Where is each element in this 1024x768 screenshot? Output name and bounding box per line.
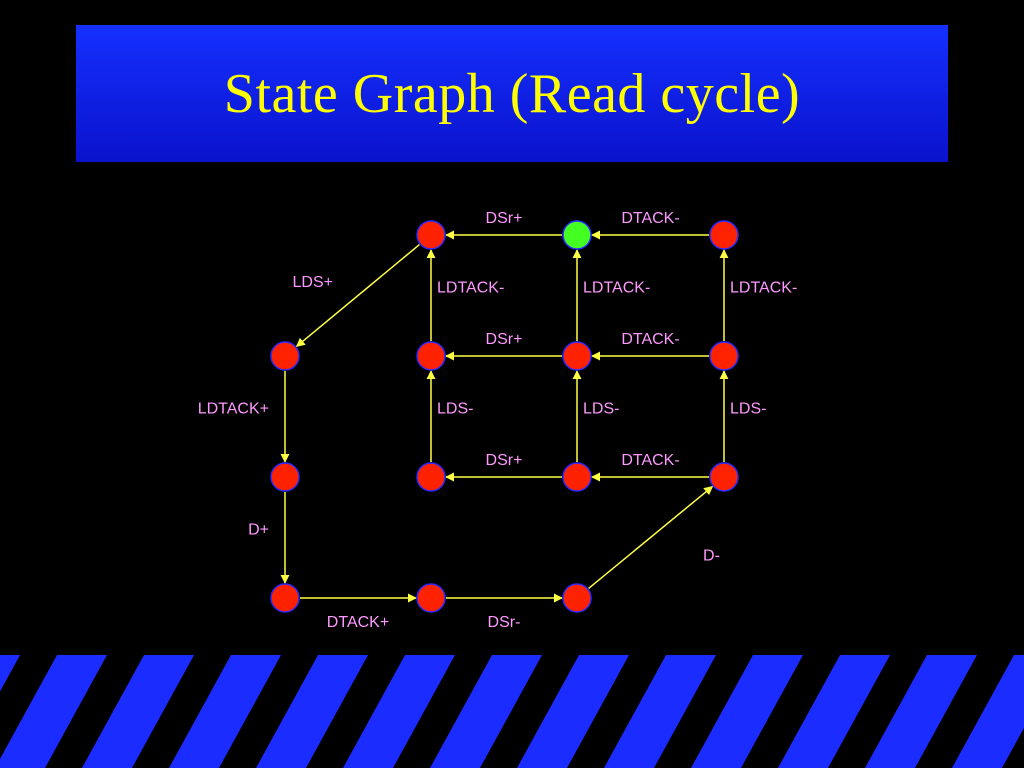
edge-label: DTACK- bbox=[621, 210, 679, 227]
edge-label: DTACK- bbox=[621, 331, 679, 348]
labels-layer: DSr+ DTACK- LDS+ LDTACK- LDTACK- LDTACK- DSr+ D… bbox=[198, 210, 798, 631]
state-node bbox=[562, 583, 592, 613]
stripe bbox=[169, 655, 281, 768]
edge-label: LDS- bbox=[437, 401, 473, 418]
stripe bbox=[952, 655, 1024, 768]
nodes-layer bbox=[270, 220, 739, 613]
initial-state-node bbox=[562, 220, 592, 250]
edges-layer bbox=[280, 230, 729, 603]
state-node bbox=[270, 341, 300, 371]
state-node bbox=[562, 341, 592, 371]
edge-label: DTACK- bbox=[621, 452, 679, 469]
stripe-group bbox=[0, 655, 1024, 768]
edge-label: LDS- bbox=[583, 401, 619, 418]
stripe bbox=[517, 655, 629, 768]
edge-label: D- bbox=[703, 548, 720, 565]
transition-edge bbox=[295, 243, 420, 348]
transition-edge bbox=[588, 485, 714, 590]
stripe bbox=[778, 655, 890, 768]
stripe bbox=[256, 655, 368, 768]
stripe bbox=[865, 655, 977, 768]
edge-label: LDTACK- bbox=[437, 280, 504, 297]
edge-label: D+ bbox=[248, 522, 269, 539]
edge-label: DTACK+ bbox=[327, 614, 389, 631]
state-node bbox=[416, 341, 446, 371]
stripe bbox=[343, 655, 455, 768]
edge-label: LDTACK- bbox=[730, 280, 797, 297]
state-node bbox=[416, 583, 446, 613]
state-node bbox=[709, 220, 739, 250]
edge-label: DSr+ bbox=[486, 331, 523, 348]
edge-label: LDTACK+ bbox=[198, 401, 269, 418]
edge-label: DSr+ bbox=[486, 452, 523, 469]
edge-label: DSr+ bbox=[486, 210, 523, 227]
state-node bbox=[709, 341, 739, 371]
edge-label: LDS+ bbox=[293, 274, 333, 291]
state-node bbox=[709, 462, 739, 492]
title-bar: State Graph (Read cycle) bbox=[76, 25, 948, 162]
stripe bbox=[0, 655, 20, 692]
state-node bbox=[270, 462, 300, 492]
edge-label: DSr- bbox=[488, 614, 521, 631]
slide-title: State Graph (Read cycle) bbox=[223, 62, 801, 125]
state-node bbox=[416, 220, 446, 250]
stripe bbox=[691, 655, 803, 768]
state-node bbox=[270, 583, 300, 613]
state-node bbox=[562, 462, 592, 492]
state-node bbox=[416, 462, 446, 492]
edge-label: LDS- bbox=[730, 401, 766, 418]
stripe bbox=[0, 655, 107, 768]
stripe bbox=[430, 655, 542, 768]
stripe bbox=[604, 655, 716, 768]
edge-label: LDTACK- bbox=[583, 280, 650, 297]
stripe bbox=[82, 655, 194, 768]
